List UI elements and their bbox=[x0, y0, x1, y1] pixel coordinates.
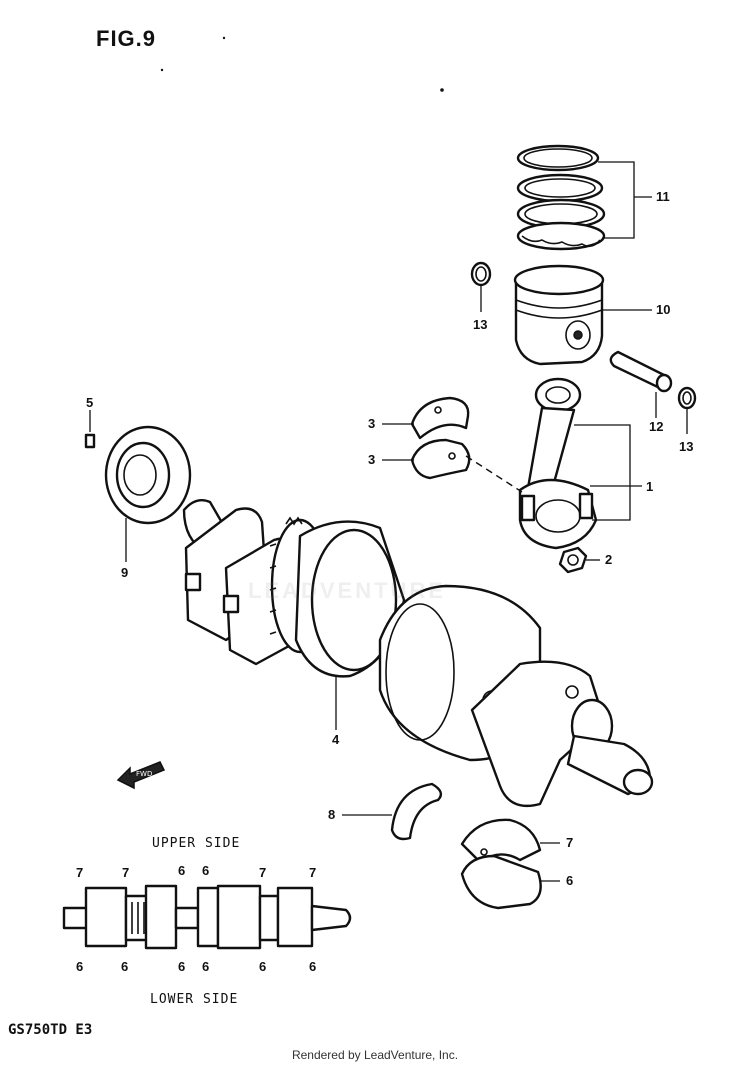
callout-4: 4 bbox=[332, 732, 340, 747]
footer-credit: Rendered by LeadVenture, Inc. bbox=[291, 1048, 459, 1062]
bearing-map-crankshaft bbox=[62, 884, 352, 950]
oil-seal bbox=[104, 425, 192, 525]
upper-mark-5: 7 bbox=[259, 865, 267, 880]
piston-pin bbox=[609, 350, 673, 393]
circlip-left bbox=[470, 261, 492, 287]
callout-3-upper: 3 bbox=[368, 416, 376, 431]
callout-13-left: 13 bbox=[473, 317, 488, 332]
crankshaft-assembly bbox=[182, 499, 654, 808]
fwd-arrow-icon: FWD bbox=[116, 761, 166, 790]
lower-mark-4: 6 bbox=[202, 959, 210, 974]
model-code: GS750TD E3 bbox=[8, 1022, 93, 1038]
upper-mark-3: 6 bbox=[178, 863, 186, 878]
connecting-rod bbox=[518, 377, 598, 550]
callout-12: 12 bbox=[649, 419, 664, 434]
thrust-washer bbox=[390, 782, 443, 841]
lower-mark-2: 6 bbox=[121, 959, 129, 974]
callout-10: 10 bbox=[656, 302, 671, 317]
main-bearing-set bbox=[460, 818, 542, 910]
lower-mark-6: 6 bbox=[309, 959, 317, 974]
callout-8: 8 bbox=[328, 807, 336, 822]
upper-mark-2: 7 bbox=[122, 865, 130, 880]
lower-mark-1: 6 bbox=[76, 959, 84, 974]
upper-mark-4: 6 bbox=[202, 863, 210, 878]
callout-6: 6 bbox=[566, 873, 574, 888]
upper-side-label: UPPER SIDE bbox=[152, 836, 241, 851]
lower-mark-3: 6 bbox=[178, 959, 186, 974]
callout-13-right: 13 bbox=[679, 439, 694, 454]
callout-9: 9 bbox=[121, 565, 129, 580]
lower-side-label: LOWER SIDE bbox=[150, 992, 239, 1007]
dowel-pin bbox=[84, 433, 96, 449]
piston-rings bbox=[516, 144, 606, 251]
figure-title: FIG.9 bbox=[96, 26, 157, 51]
upper-mark-1: 7 bbox=[76, 865, 84, 880]
svg-text:FWD: FWD bbox=[136, 770, 152, 778]
callout-3-lower: 3 bbox=[368, 452, 376, 467]
rod-bearing-lower bbox=[410, 438, 471, 480]
watermark: LEADVENTURE bbox=[248, 578, 447, 603]
circlip-right bbox=[677, 386, 697, 410]
lower-mark-5: 6 bbox=[259, 959, 267, 974]
callout-1: 1 bbox=[646, 479, 654, 494]
upper-mark-6: 7 bbox=[309, 865, 317, 880]
callout-2: 2 bbox=[605, 552, 613, 567]
rod-nut bbox=[558, 546, 588, 574]
callout-5: 5 bbox=[86, 395, 94, 410]
callout-11: 11 bbox=[656, 189, 670, 204]
piston bbox=[513, 264, 605, 366]
rod-bearing-upper bbox=[410, 396, 470, 440]
callout-7: 7 bbox=[566, 835, 574, 850]
